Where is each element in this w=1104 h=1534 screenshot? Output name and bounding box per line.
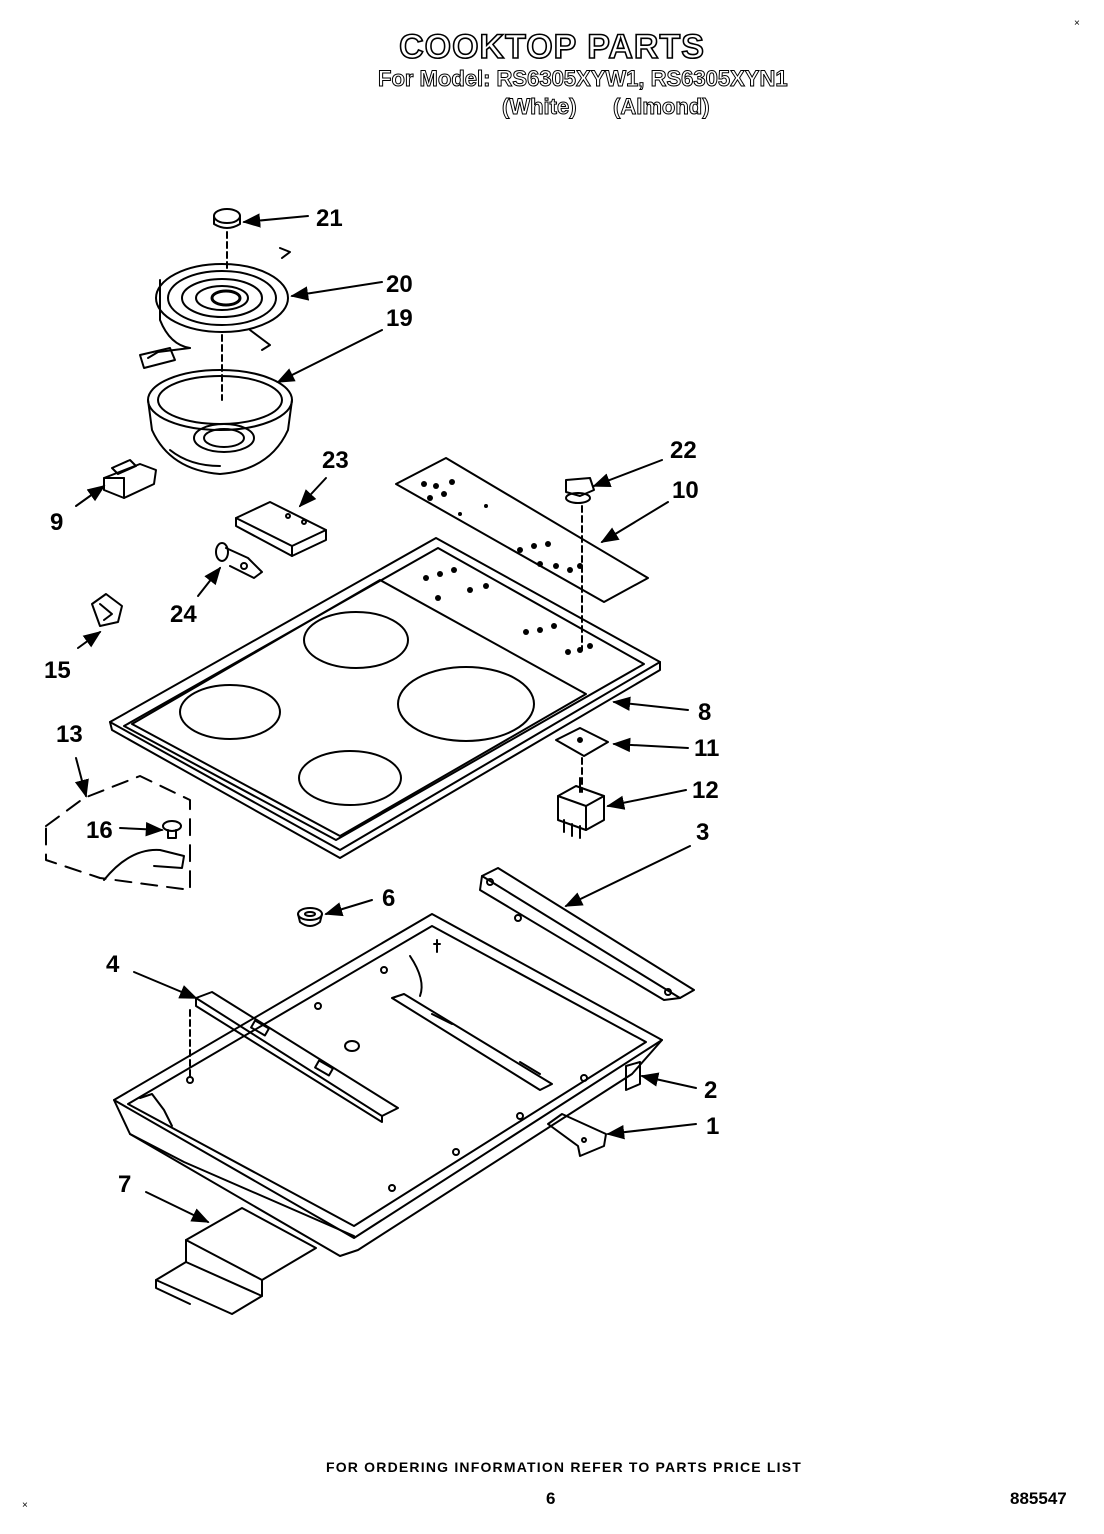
- cooktop-top: [109, 537, 661, 859]
- drip-bowl: [147, 369, 293, 475]
- page-number: 6: [546, 1489, 556, 1508]
- callout-23: 23: [322, 447, 349, 474]
- control-knob: [565, 477, 595, 651]
- front-bracket: [547, 1113, 607, 1157]
- callout-13: 13: [56, 721, 83, 748]
- grommet: [297, 907, 323, 927]
- callout-3: 3: [696, 819, 709, 846]
- callout-labels: 21 20 19 9 23 22 10 24 15 8 11 13 16 12 …: [44, 205, 719, 1198]
- rear-bracket: [479, 867, 695, 1001]
- inner-rail: [391, 993, 553, 1091]
- wire-clip: [91, 593, 123, 627]
- callout-9: 9: [50, 509, 63, 536]
- variant-almond: (Almond): [613, 94, 711, 120]
- callout-22: 22: [670, 437, 697, 464]
- corner-mark: ×: [1074, 18, 1080, 29]
- switch-plate: [555, 727, 609, 793]
- document-number: 885547: [1010, 1489, 1067, 1508]
- model-line: For Model: RS6305XYW1, RS6305XYN1: [378, 66, 789, 92]
- leader-lines: [74, 213, 697, 1223]
- terminal-block: [103, 459, 157, 499]
- callout-15: 15: [44, 657, 71, 684]
- callout-21: 21: [316, 205, 343, 232]
- callout-4: 4: [106, 951, 120, 978]
- corner-mark: ×: [22, 1500, 28, 1511]
- callout-6: 6: [382, 885, 395, 912]
- variant-white: (White): [502, 94, 578, 120]
- center-brace: [186, 991, 399, 1123]
- switch-bracket: [235, 501, 327, 557]
- trim-deflector: [155, 1207, 317, 1315]
- callout-16: 16: [86, 817, 113, 844]
- callout-12: 12: [692, 777, 719, 804]
- callout-11: 11: [694, 735, 719, 762]
- ordering-note: FOR ORDERING INFORMATION REFER TO PARTS …: [325, 1459, 803, 1475]
- page-title: COOKTOP PARTS: [398, 27, 705, 67]
- callout-19: 19: [386, 305, 413, 332]
- callout-7: 7: [118, 1171, 131, 1198]
- callout-24: 24: [170, 601, 197, 628]
- infinite-switch: [557, 777, 605, 839]
- callout-8: 8: [698, 699, 711, 726]
- control-panel-strip: [395, 457, 649, 603]
- burner-box: [113, 913, 663, 1257]
- callout-10: 10: [672, 477, 699, 504]
- surface-element: [139, 247, 291, 401]
- side-bracket: [625, 1061, 641, 1091]
- indicator-light: [215, 542, 263, 579]
- callout-20: 20: [386, 271, 413, 298]
- callout-2: 2: [704, 1077, 717, 1104]
- callout-1: 1: [706, 1113, 719, 1140]
- surface-unit-cap: [213, 208, 241, 269]
- wiring-kit: [45, 775, 191, 891]
